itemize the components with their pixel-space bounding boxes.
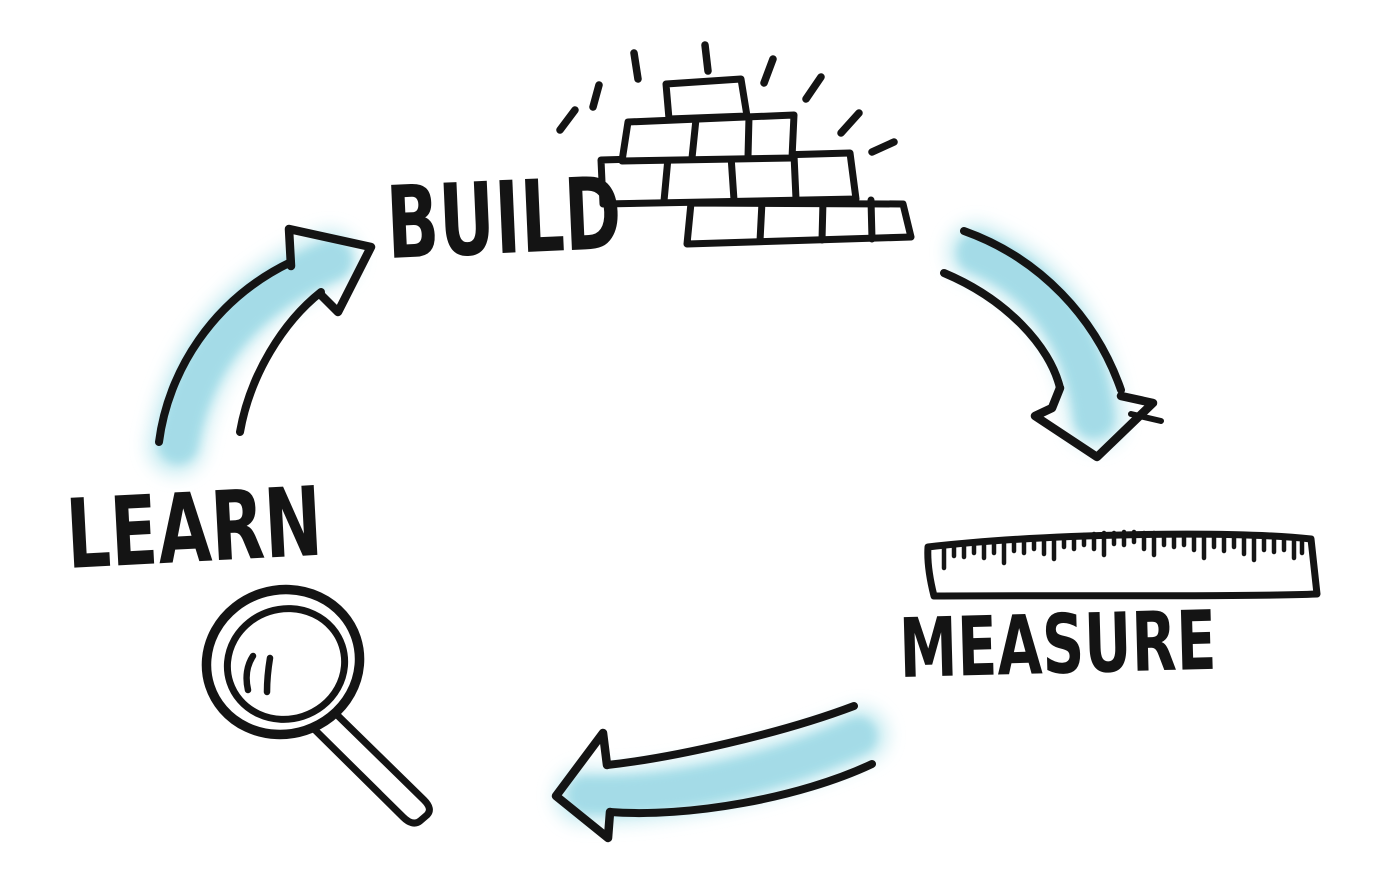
brick-row-2-joints <box>688 113 753 162</box>
arrow-measure-to-learn-upper-line <box>603 702 858 769</box>
build-label: BUILD <box>384 155 624 282</box>
learn-label: LEARN <box>63 466 325 591</box>
arrow-learn-to-build-inner-line <box>236 288 325 436</box>
ruler-ticks <box>941 529 1305 571</box>
arrow-measure-to-learn-head <box>551 728 615 843</box>
arrow-build-to-measure <box>940 227 1164 462</box>
arrow-measure-to-learn-fill <box>567 717 877 815</box>
measure-node: MEASURE <box>898 529 1321 697</box>
brick-row-4-joints <box>756 196 876 245</box>
magnifier-ring-inner <box>223 605 349 723</box>
magnifier-glare-marks <box>243 652 274 696</box>
ruler-icon <box>924 529 1321 600</box>
arrow-measure-to-learn <box>551 702 876 843</box>
bricks-icon <box>556 41 915 248</box>
brick-row-4 <box>683 199 915 248</box>
arrow-measure-to-learn-lower-line <box>606 760 876 818</box>
arrow-learn-to-build-head <box>284 224 376 317</box>
arrow-build-to-measure-outer-line <box>960 227 1125 394</box>
brick-row-3-joints <box>660 151 800 205</box>
build-node: BUILD <box>384 41 915 282</box>
arrow-learn-to-build-outer-line <box>155 258 295 446</box>
magnifier-handle <box>307 704 433 827</box>
arrow-ink-layer <box>155 224 1164 843</box>
arrow-build-to-measure-head-accent <box>1128 411 1164 424</box>
arrow-build-to-measure-inner-line <box>940 269 1064 392</box>
arrow-watercolor-core-layer <box>158 233 1114 815</box>
arrow-learn-to-build-fill <box>158 240 352 464</box>
arrow-build-to-measure-fill <box>957 233 1114 438</box>
learn-node: LEARN <box>63 466 433 827</box>
brick-top <box>662 75 751 123</box>
magnifying-glass-icon <box>201 584 433 827</box>
sparkle-dashes <box>556 41 898 156</box>
brick-row-2 <box>618 111 798 165</box>
arrow-build-to-measure-head <box>1030 383 1158 462</box>
arrow-learn-to-build <box>155 224 376 446</box>
measure-label: MEASURE <box>898 594 1217 697</box>
